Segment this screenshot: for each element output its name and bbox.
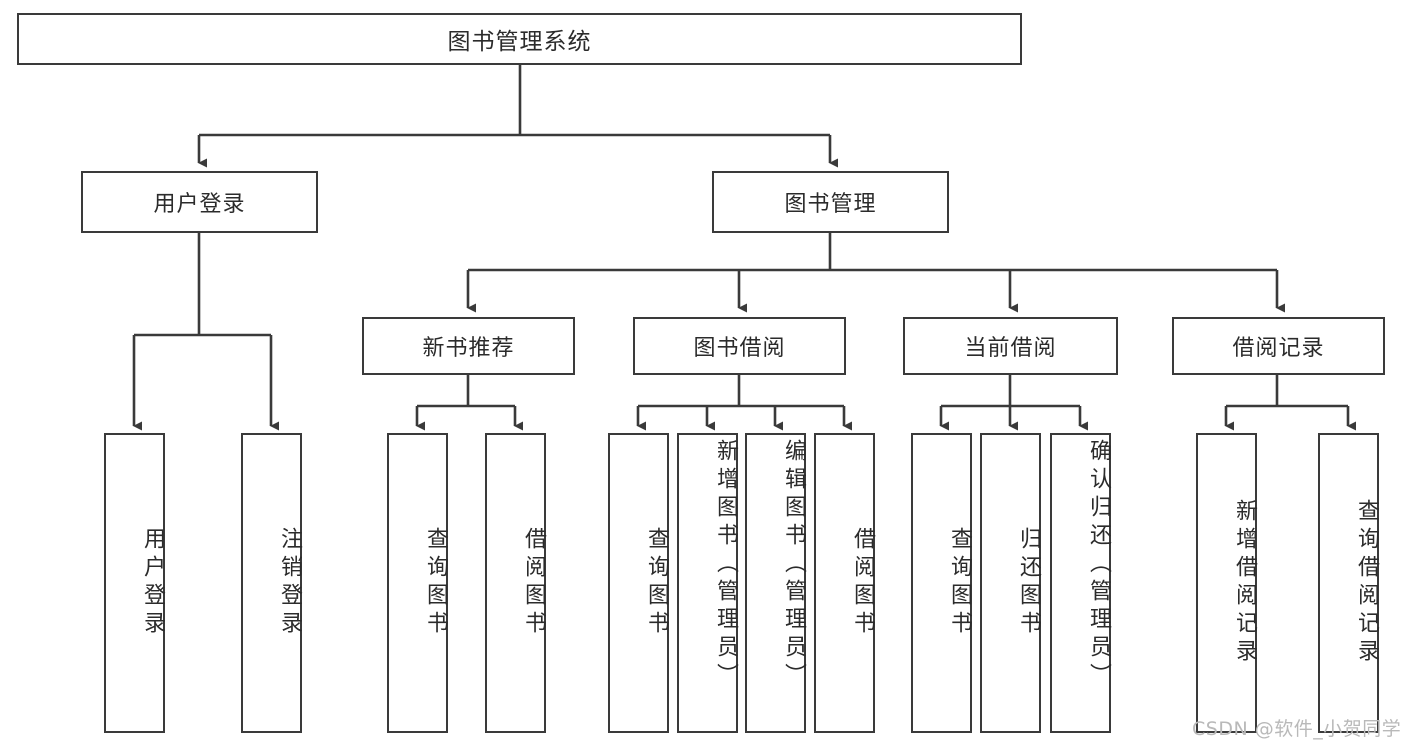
leaf-edit-book-admin[interactable]: 编辑图书（管理员） [745,433,806,733]
leaf-add-borrow-record[interactable]: 新增借阅记录 [1196,433,1257,733]
node-label: 查询图书 [423,527,448,639]
leaf-add-book-admin[interactable]: 新增图书（管理员） [677,433,738,733]
node-root-book-management-system[interactable]: 图书管理系统 [17,13,1022,65]
leaf-borrow-book-recommend[interactable]: 借阅图书 [485,433,546,733]
leaf-borrow-book[interactable]: 借阅图书 [814,433,875,733]
leaf-query-book-recommend[interactable]: 查询图书 [387,433,448,733]
node-label: 归还图书 [1016,527,1041,639]
node-label: 编辑图书（管理员） [781,439,806,691]
leaf-user-login[interactable]: 用户登录 [104,433,165,733]
node-label: 图书借阅 [693,336,786,361]
leaf-logout-login[interactable]: 注销登录 [241,433,302,733]
leaf-query-book-current[interactable]: 查询图书 [911,433,972,733]
node-user-login[interactable]: 用户登录 [81,171,318,233]
node-label: 借阅图书 [521,527,546,639]
leaf-query-borrow-record[interactable]: 查询借阅记录 [1318,433,1379,733]
leaf-return-book[interactable]: 归还图书 [980,433,1041,733]
node-label: 图书管理系统 [447,29,592,55]
node-label: 查询图书 [947,527,972,639]
node-current-borrow[interactable]: 当前借阅 [903,317,1118,375]
node-label: 用户登录 [153,192,246,217]
node-borrow-record[interactable]: 借阅记录 [1172,317,1385,375]
watermark-text: CSDN @软件_小贺同学 [1192,718,1402,740]
leaf-confirm-return-admin[interactable]: 确认归还（管理员） [1050,433,1111,733]
node-label: 确认归还（管理员） [1086,439,1111,691]
node-book-borrow[interactable]: 图书借阅 [633,317,846,375]
node-label: 新增借阅记录 [1232,499,1257,667]
node-label: 查询图书 [644,527,669,639]
node-label: 注销登录 [277,527,302,639]
node-book-management[interactable]: 图书管理 [712,171,949,233]
node-label: 用户登录 [140,527,165,639]
leaf-query-book-borrow[interactable]: 查询图书 [608,433,669,733]
node-label: 查询借阅记录 [1354,499,1379,667]
node-label: 当前借阅 [964,336,1057,361]
node-label: 借阅图书 [850,527,875,639]
node-label: 借阅记录 [1232,336,1325,361]
node-label: 新书推荐 [422,336,515,361]
node-label: 新增图书（管理员） [713,439,738,691]
node-label: 图书管理 [784,192,877,217]
node-new-book-recommend[interactable]: 新书推荐 [362,317,575,375]
